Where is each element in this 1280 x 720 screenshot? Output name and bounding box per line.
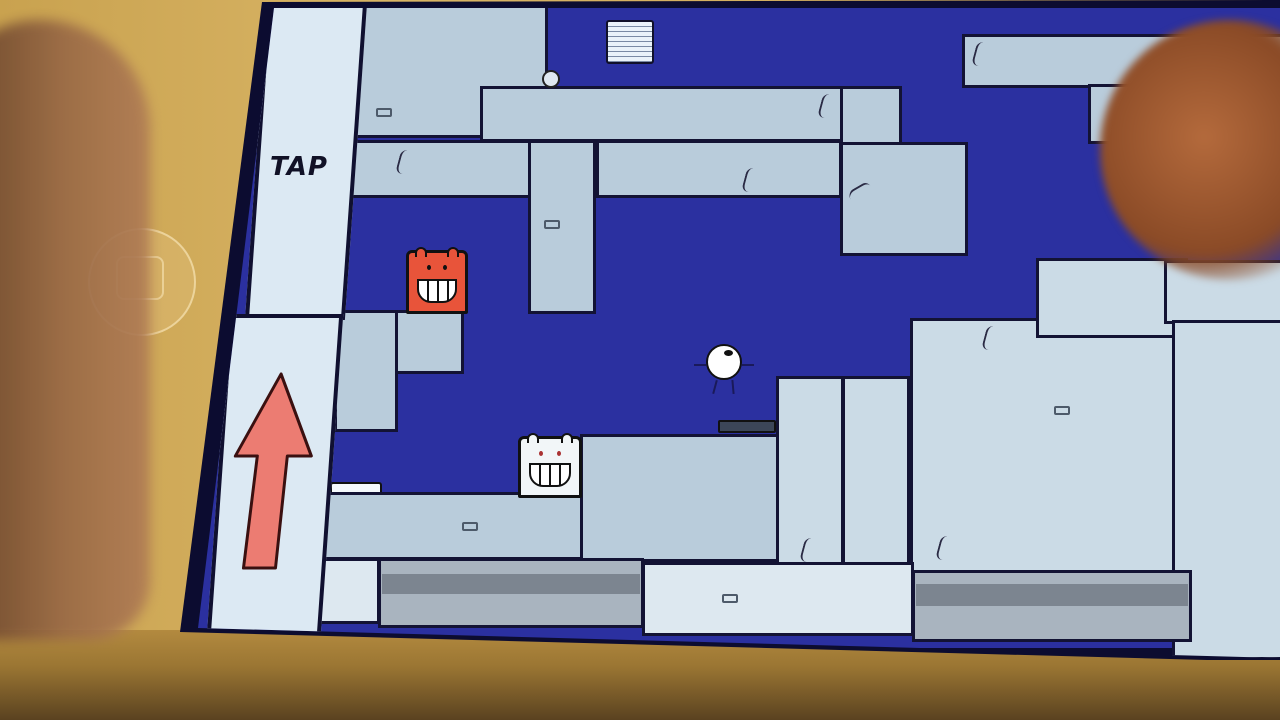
wall-block <box>580 434 780 562</box>
floor-block <box>642 562 914 636</box>
eye-icon <box>557 451 561 456</box>
wall-block <box>596 140 842 198</box>
pressure-pad <box>718 420 776 433</box>
wall-pillar <box>842 376 910 572</box>
newspaper-collectible-icon <box>606 20 654 64</box>
horn-icon <box>415 247 427 257</box>
wall-block <box>480 86 902 142</box>
wall-block <box>910 318 1188 580</box>
vent-icon <box>376 108 392 117</box>
arm-icon <box>742 364 754 366</box>
player-eye-icon <box>724 350 733 356</box>
game-viewport[interactable]: TAP <box>198 8 1280 658</box>
eye-icon <box>427 265 431 270</box>
thumb-overlay <box>0 20 150 640</box>
horn-icon <box>527 433 539 443</box>
leg-icon <box>712 379 718 395</box>
red-monster <box>406 247 468 314</box>
floor-stripe <box>382 574 640 594</box>
vent-icon <box>544 220 560 229</box>
jump-button[interactable] <box>206 314 344 636</box>
eye-icon <box>539 451 543 456</box>
wall-block <box>840 142 968 256</box>
arm-icon <box>694 364 706 366</box>
vent-icon <box>722 594 738 603</box>
leg-icon <box>731 379 735 395</box>
up-arrow-icon <box>233 372 313 570</box>
white-monster <box>518 433 582 498</box>
vent-icon <box>462 522 478 531</box>
rock-icon <box>542 70 560 88</box>
floor-block <box>912 570 1192 642</box>
wall-block <box>1036 258 1188 338</box>
wall-block <box>334 310 398 432</box>
player-character <box>694 344 764 408</box>
wall-pillar <box>528 140 596 314</box>
horn-icon <box>447 247 459 257</box>
floor-stripe <box>916 584 1188 606</box>
player-body <box>706 344 742 380</box>
teeth-icon <box>417 279 457 303</box>
vent-icon <box>1054 406 1070 415</box>
horn-icon <box>561 433 573 443</box>
eye-icon <box>443 265 447 270</box>
teeth-icon <box>529 463 571 487</box>
tap-label: TAP <box>270 152 328 182</box>
